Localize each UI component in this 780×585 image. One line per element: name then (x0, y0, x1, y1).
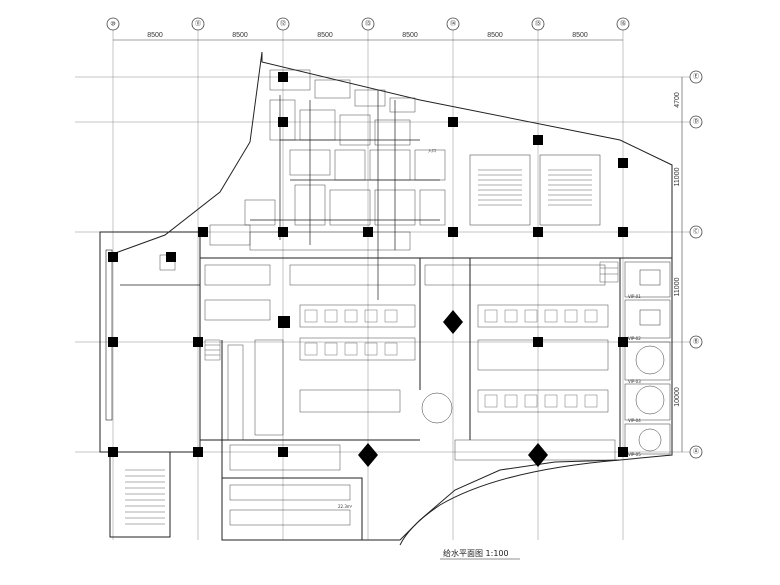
right-axis-bubbles: Ⓔ Ⓓ Ⓒ Ⓑ Ⓐ (689, 70, 703, 459)
label-vip-03: VIP-03 (628, 379, 641, 384)
axis-bubble-15: ⑮ (531, 17, 545, 31)
dim-1: 8500 (147, 32, 163, 39)
svg-text:⑬: ⑬ (365, 20, 371, 28)
axis-bubble-16: ⑯ (616, 17, 630, 31)
rdim-4: 10000 (674, 387, 681, 407)
rdim-3: 11000 (674, 277, 681, 296)
axis-bubble-A: Ⓐ (689, 445, 703, 459)
dim-3: 8500 (317, 32, 333, 39)
label-entrance: 入口 (428, 148, 436, 153)
drawing-title: 给水平面图 1:100 (443, 548, 509, 558)
label-vip-04: VIP-04 (628, 418, 641, 423)
label-area: 22.3m² (338, 504, 353, 509)
rdim-1: 4700 (674, 92, 681, 108)
stair-cores (125, 154, 601, 525)
svg-text:Ⓒ: Ⓒ (693, 228, 699, 236)
axis-bubble-14: ⑭ (446, 17, 460, 31)
axis-bubble-13: ⑬ (361, 17, 375, 31)
axis-bubble-11: ⑪ (191, 17, 205, 31)
svg-text:⑩: ⑩ (110, 21, 115, 28)
top-axis-bubbles: ⑩ ⑪ ⑫ ⑬ ⑭ ⑮ ⑯ (106, 17, 630, 31)
svg-text:⑯: ⑯ (620, 20, 626, 28)
rdim-2: 11000 (674, 167, 681, 186)
label-vip-02: VIP-02 (628, 336, 641, 341)
axis-bubble-10: ⑩ (106, 17, 120, 31)
dim-6: 8500 (572, 32, 588, 39)
curved-facade (399, 459, 621, 546)
svg-text:Ⓑ: Ⓑ (693, 338, 699, 346)
planters (204, 261, 619, 361)
dim-4: 8500 (402, 32, 418, 39)
structural-columns (108, 72, 628, 457)
label-vip-01: VIP-01 (628, 294, 641, 299)
right-dimension-line: 4700 11000 11000 10000 (674, 77, 683, 452)
svg-text:⑮: ⑮ (535, 20, 541, 28)
axis-bubble-12: ⑫ (276, 17, 290, 31)
axis-bubble-E: Ⓔ (689, 70, 703, 84)
vip-rooms (421, 261, 671, 455)
drawing-title-block: 给水平面图 1:100 (440, 548, 520, 560)
label-vip-05: VIP-05 (628, 452, 641, 457)
top-dimension-line: 8500 8500 8500 8500 8500 8500 (113, 32, 623, 41)
svg-text:⑭: ⑭ (450, 20, 456, 28)
dim-2: 8500 (232, 32, 248, 39)
svg-text:Ⓔ: Ⓔ (693, 73, 699, 81)
dim-5: 8500 (487, 32, 503, 39)
building-outline (99, 51, 673, 541)
dining-tables (204, 264, 616, 526)
svg-text:⑪: ⑪ (195, 20, 201, 28)
svg-text:⑫: ⑫ (280, 20, 286, 28)
svg-text:Ⓐ: Ⓐ (693, 448, 699, 456)
axis-bubble-B: Ⓑ (689, 335, 703, 349)
kitchen-equipment (159, 69, 446, 271)
axis-bubble-C: Ⓒ (689, 225, 703, 239)
feature-diamonds (358, 310, 548, 467)
axis-bubble-D: Ⓓ (689, 115, 703, 129)
svg-text:Ⓓ: Ⓓ (693, 118, 699, 126)
room-labels: 入口 VIP-01 VIP-02 VIP-03 VIP-04 VIP-05 22… (338, 148, 641, 509)
